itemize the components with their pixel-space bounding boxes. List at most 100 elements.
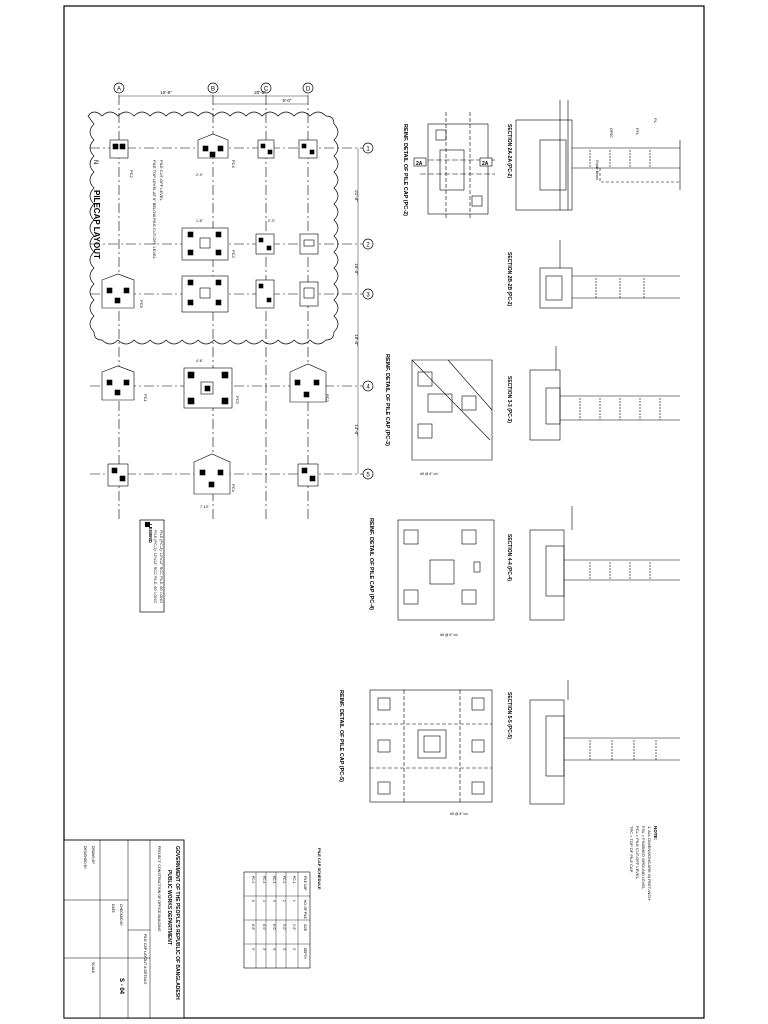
dim-right-1: 21'-0" <box>354 190 359 202</box>
cap-dimensions: 2'-9" 1'-6" 2'-0" 4'-6" 7'-10" <box>196 173 276 509</box>
plan-note-2: PILE CUT-OFF LEVEL <box>159 160 164 201</box>
top-dimensions: 10'-8" 20'-0" 5'-0" <box>119 90 308 105</box>
schedule-cell: 4 <box>262 900 266 902</box>
cap-dim-2: 1'-6" <box>196 219 204 223</box>
label-ffl-1: FFL <box>635 128 640 136</box>
right-dimensions: 21'-0" 16'-0" 18'-0" 14'-0" <box>354 148 359 474</box>
pc3-title: REINF. DETAIL OF PILE CAP (PC-3) <box>384 354 390 446</box>
legend-line-1: PILE (PC-1): 12"x12" RCC PILE, 60' LONG <box>153 530 157 603</box>
schedule-cell: 3' <box>282 948 286 951</box>
schedule-cell: 5'-0" <box>282 924 286 930</box>
cap-label-4: PC6 <box>139 300 144 309</box>
drawing-title: PILE CAP LAYOUT & DETAILS <box>143 934 147 985</box>
notes-block: NOTE: 1. ALL DIMENSIONS ARE IN FEET-INCH… <box>629 826 658 901</box>
cap-label-8: PC3 <box>325 394 330 403</box>
cap-label-5: PC5 <box>235 396 240 405</box>
schedule-cell: 6'-0" <box>262 924 266 930</box>
pc4-bar-note: #5 @ 6" c/c <box>440 633 458 637</box>
revision-cloud <box>87 111 339 345</box>
designed-by-label: DESIGNED BY <box>83 846 87 870</box>
scale-label: SCALE <box>91 962 95 974</box>
pilecap-layout-plan: A B C D 1 2 3 4 5 10'-8" 20'-0" 5 <box>87 82 374 520</box>
legend-heading: LEGEND <box>148 524 153 544</box>
schedule-title: PILE CAP SCHEDULE <box>317 848 322 890</box>
pc3-bar-note: #5 @ 6" c/c <box>420 472 438 476</box>
pc5-section <box>529 680 680 805</box>
pc2-detail <box>413 112 495 220</box>
dim-right-3: 18'-0" <box>354 334 359 346</box>
dim-top-3: 5'-0" <box>283 98 292 103</box>
org-line-2: PUBLIC WORKS DEPARTMENT <box>166 870 172 945</box>
label-opsc-1: OPSC <box>609 128 613 138</box>
checked-by-label: CHECKED BY <box>119 904 123 927</box>
grid-label-4: 4 <box>366 385 370 391</box>
schedule-cell: PC-4 <box>262 876 266 883</box>
dim-right-2: 16'-0" <box>354 263 359 275</box>
schedule-cell: 6 <box>251 900 255 902</box>
cap-dim-5: 7'-10" <box>200 505 210 509</box>
project-name: PROJECT: CONSTRUCTION OF OFFICE BUILDING <box>157 846 161 932</box>
dim-top-2: 20'-0" <box>254 90 266 95</box>
pc2-section-2b <box>539 240 680 309</box>
pile-cap-schedule: PILE CAP SCHEDULE PILE CAP NO. OF PILE S… <box>243 848 322 969</box>
schedule-cell: 3' <box>262 948 266 951</box>
label-pl-1: PL <box>653 118 658 124</box>
notes-heading: NOTE: <box>653 826 658 841</box>
section-tag-2a-left: 2A <box>416 161 423 167</box>
sheet-number: S - 04 <box>118 978 124 995</box>
pc3-detail <box>411 359 493 461</box>
grid-bubbles-right: 1 2 3 4 5 <box>362 142 374 480</box>
note-1: 1. ALL DIMENSIONS ARE IN FEET-INCH. <box>647 826 652 901</box>
grid-label-2: 2 <box>366 243 370 249</box>
grid-label-d: D <box>306 87 311 93</box>
schedule-cell: PC-3 <box>272 876 276 883</box>
schedule-cell: 3' <box>251 948 255 951</box>
plan-note-1: PILE TOP LEVEL AT 6" BELOW PILE CUT-OFF … <box>152 160 157 260</box>
title-block: GOVERNMENT OF THE PEOPLE'S REPUBLIC OF B… <box>63 839 185 1019</box>
schedule-cell: 2 <box>282 900 286 902</box>
grid-bubbles-top: A B C D <box>113 82 314 94</box>
schedule-header-3: SIZE <box>303 924 307 931</box>
drawn-by-label: DRAWN BY <box>91 846 95 865</box>
pc4-section-title: SECTION 4-4 (PC-4) <box>506 534 512 581</box>
dim-top-1: 10'-8" <box>160 90 172 95</box>
schedule-cell: 3 <box>272 900 276 902</box>
sheet-border <box>63 5 705 1019</box>
grid-label-3: 3 <box>366 293 370 299</box>
cap-label-7: PC4 <box>231 484 236 493</box>
grid-label-5: 5 <box>366 473 370 479</box>
schedule-cell: 3' <box>272 948 276 951</box>
pc5-title: REINF. DETAIL OF PILE CAP (PC-5) <box>338 690 344 782</box>
cap-dim-4: 4'-6" <box>196 359 204 363</box>
schedule-cell: PC-5 <box>251 876 255 883</box>
schedule-cell: PC-1 <box>292 876 296 883</box>
pile-caps <box>101 133 327 495</box>
plan-title: PILECAP LAYOUT <box>92 190 101 259</box>
pc3-section-title: SECTION 3-3 (PC-3) <box>506 376 512 423</box>
schedule-cell: PC-2 <box>282 876 286 883</box>
grid-label-b: B <box>211 87 215 93</box>
pc4-detail <box>397 519 495 621</box>
pc5-section-title: SECTION 5-5 (PC-5) <box>506 692 512 739</box>
pc3-section <box>529 346 680 441</box>
note-2: FGL = FINISHED GROUND LEVEL <box>641 826 646 890</box>
cap-labels: PC2 PC4 PC3 PC6 PC5 PC1 PC4 PC3 <box>129 160 330 493</box>
dim-right-4: 14'-0" <box>354 424 359 436</box>
pc2-section-2a-title: SECTION 2A-2A (PC-2) <box>506 124 512 178</box>
section-tag-2a-right: 2A <box>482 161 489 167</box>
schedule-header-1: PILE CAP <box>303 876 307 890</box>
schedule-cell: 2'-6" <box>292 924 296 930</box>
grid-label-c: C <box>264 87 269 93</box>
cap-dim-1: 2'-9" <box>196 173 204 177</box>
pc4-section <box>529 506 680 621</box>
grid-label-1: 1 <box>366 147 370 153</box>
schedule-cell: 6'-0" <box>272 924 276 930</box>
north-mark: N <box>92 160 98 164</box>
label-gb-1: Grade Beam <box>595 160 599 180</box>
schedule-cell: 1 <box>292 900 296 902</box>
grid-label-a: A <box>117 87 121 93</box>
pc5-bar-note: #5 @ 6" c/c <box>450 812 468 816</box>
date-label: DATE <box>111 904 115 914</box>
schedule-cell: 8'-6" <box>251 924 255 930</box>
